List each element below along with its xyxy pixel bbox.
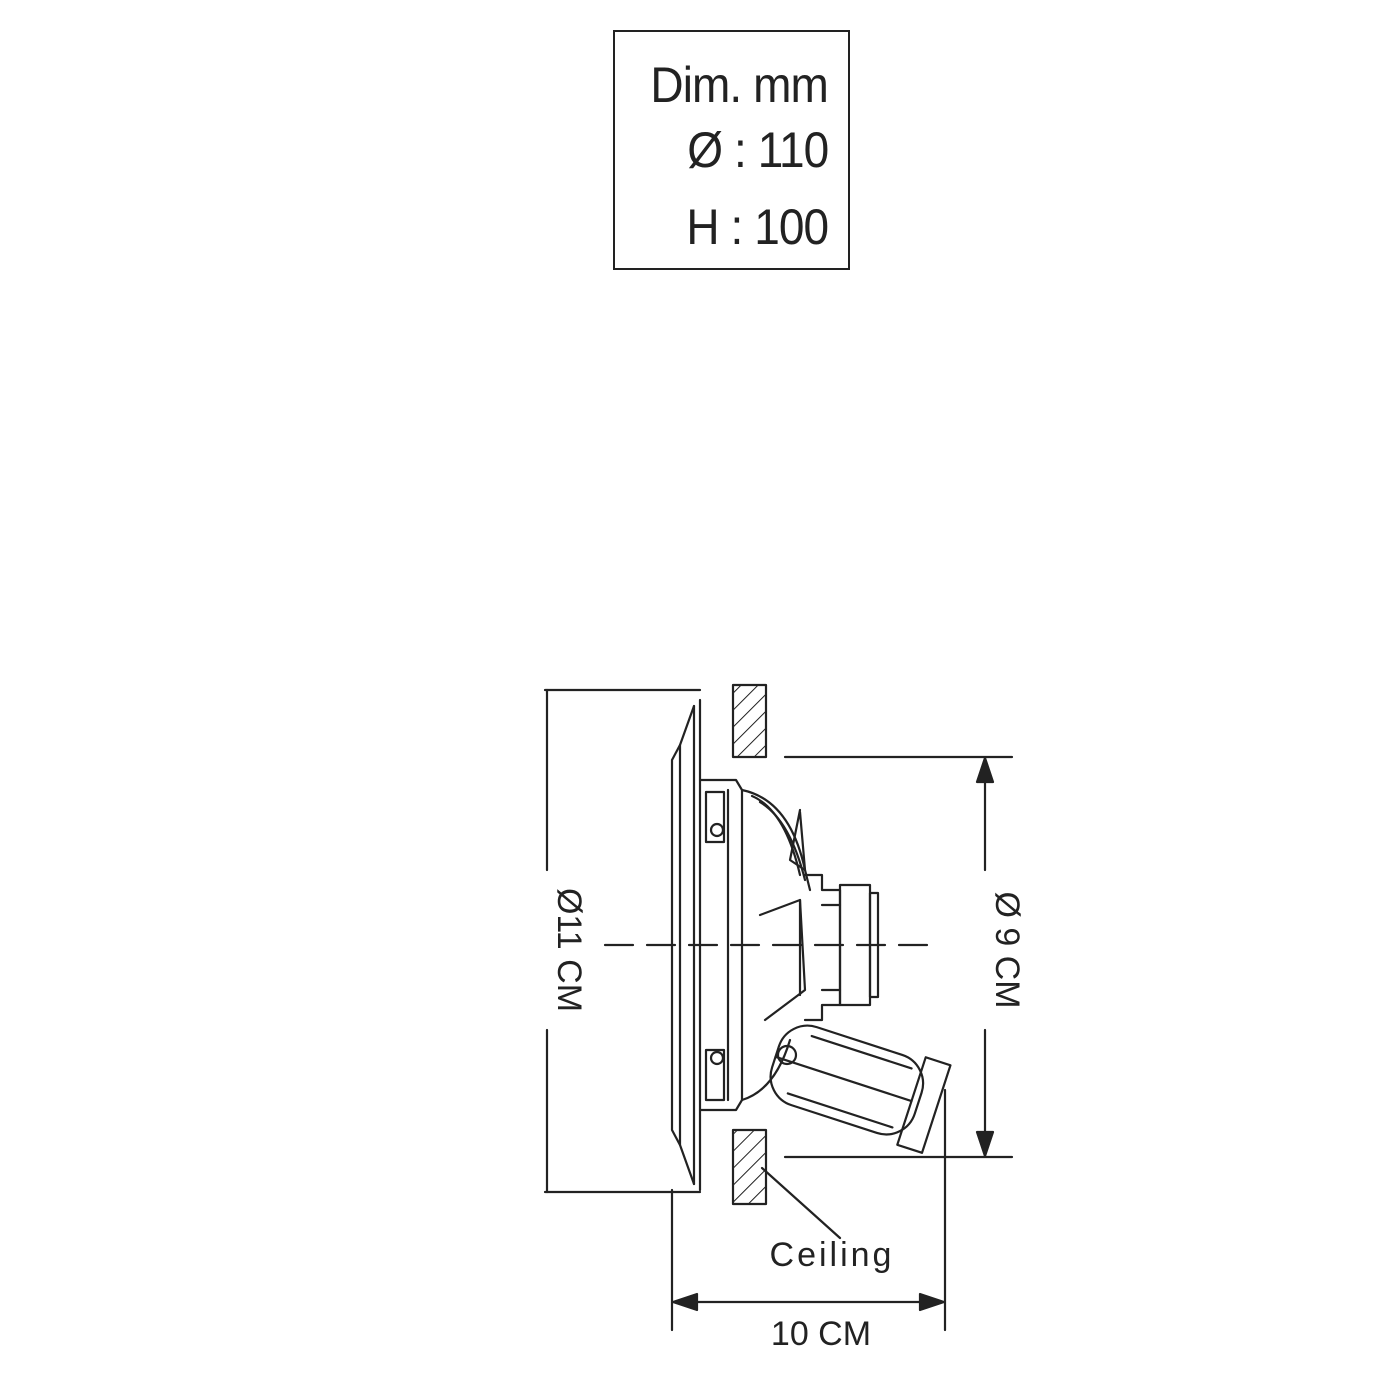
ceiling-section: [731, 683, 768, 1206]
outer-diameter-label: Ø11 CM: [550, 888, 588, 1012]
diameter-value: Ø : 110: [686, 122, 829, 178]
dimensions-box: Dim. mm Ø : 110 H : 100: [613, 30, 850, 270]
height-value: H : 100: [686, 199, 829, 255]
ceiling-block-bottom: [731, 1128, 768, 1206]
depth-label: 10 CM: [771, 1315, 871, 1353]
outer-diameter-dimension: [543, 688, 702, 1194]
lamp-head: [769, 1024, 952, 1154]
depth-dimension: [670, 1088, 947, 1332]
ceiling-block-top: [731, 683, 768, 759]
ceiling-leader: [760, 1166, 842, 1240]
cutout-dimension: [783, 755, 1014, 1159]
ceiling-label: Ceiling: [770, 1236, 895, 1274]
cutout-label: Ø 9 CM: [988, 891, 1026, 1008]
dimensions-title: Dim. mm: [650, 57, 828, 113]
pivot-screw: [776, 1044, 798, 1066]
